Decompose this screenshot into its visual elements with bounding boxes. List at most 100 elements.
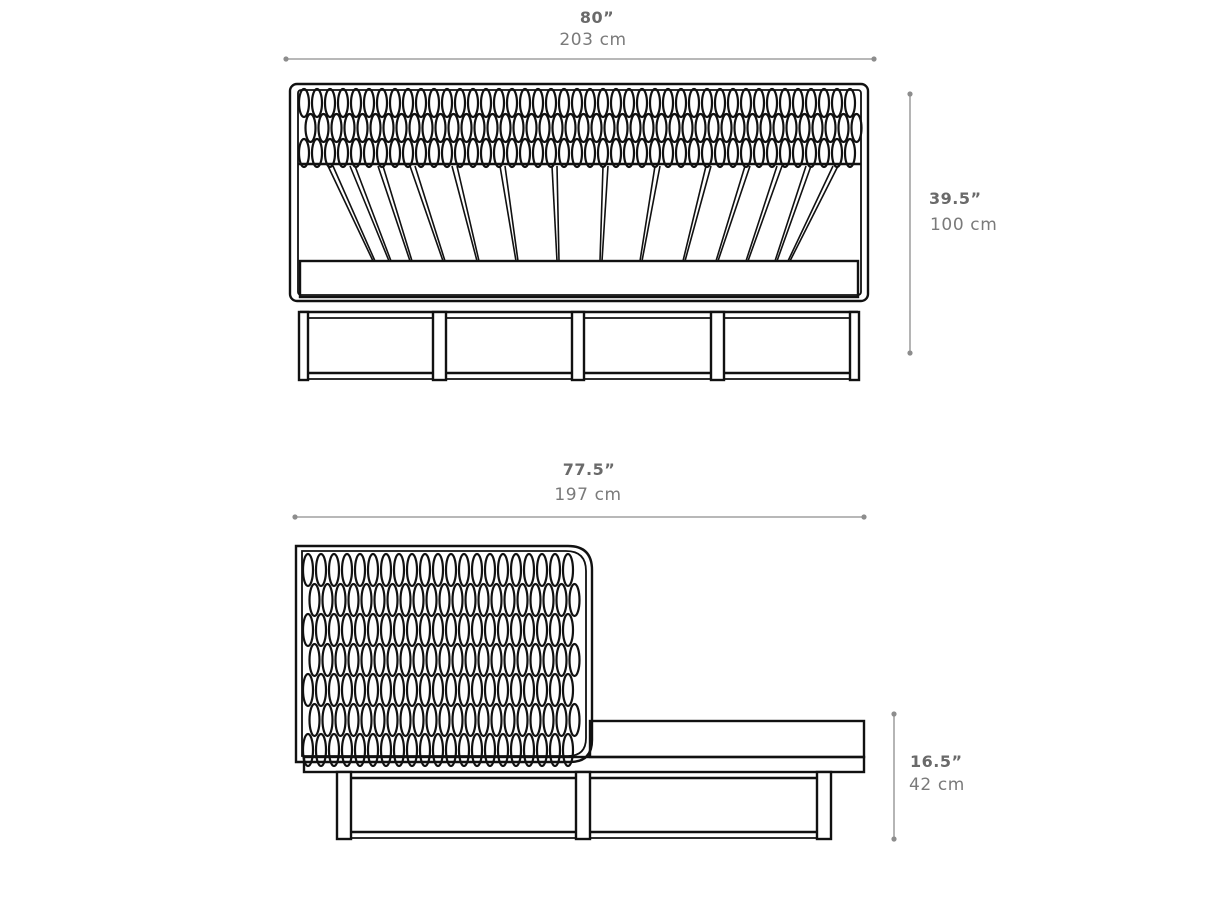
weave-loop xyxy=(317,112,330,144)
weave-loop xyxy=(603,112,616,144)
weave-loop xyxy=(418,672,432,708)
weave-loop xyxy=(548,672,562,708)
weave-loop xyxy=(304,112,317,144)
weave-loop xyxy=(850,112,863,144)
front-woven-backrest xyxy=(297,87,863,169)
weave-loop xyxy=(531,87,545,119)
weave-loop xyxy=(466,87,480,119)
side-width-metric: 197 cm xyxy=(554,485,621,505)
backrest-cord xyxy=(456,165,480,262)
weave-loop xyxy=(555,582,568,618)
weave-loop xyxy=(479,87,493,119)
front-leg-right xyxy=(848,310,861,382)
weave-loop xyxy=(479,137,493,169)
weave-loop xyxy=(622,137,636,169)
weave-loop xyxy=(308,702,321,738)
weave-loop xyxy=(340,732,354,768)
backrest-cord xyxy=(414,165,446,262)
weave-loop xyxy=(830,87,844,119)
weave-loop xyxy=(583,137,597,169)
backrest-cord xyxy=(789,165,839,262)
weave-loop xyxy=(674,87,688,119)
weave-loop xyxy=(551,112,564,144)
weave-loop xyxy=(516,702,529,738)
weave-loop xyxy=(522,552,536,588)
weave-loop xyxy=(418,732,432,768)
weave-loop xyxy=(301,732,315,768)
weave-loop xyxy=(477,582,490,618)
weave-loop xyxy=(347,642,360,678)
weave-loop xyxy=(412,582,425,618)
weave-loop xyxy=(405,672,419,708)
weave-loop xyxy=(399,582,412,618)
weave-loop xyxy=(483,612,497,648)
front-leg-left xyxy=(297,310,310,382)
weave-loop xyxy=(516,582,529,618)
weave-loop xyxy=(457,612,471,648)
weave-loop xyxy=(772,112,785,144)
weave-loop xyxy=(349,87,363,119)
weave-loop xyxy=(310,137,324,169)
front-leg-4 xyxy=(709,310,726,382)
weave-loop xyxy=(739,87,753,119)
weave-loop xyxy=(464,582,477,618)
weave-loop xyxy=(642,112,655,144)
weave-loop xyxy=(314,672,328,708)
weave-loop xyxy=(386,702,399,738)
weave-loop xyxy=(373,642,386,678)
weave-loop xyxy=(557,137,571,169)
weave-loop xyxy=(616,112,629,144)
front-leg-3 xyxy=(570,310,586,382)
weave-loop xyxy=(555,702,568,738)
weave-loop xyxy=(327,672,341,708)
weave-loop xyxy=(392,732,406,768)
weave-loop xyxy=(388,137,402,169)
weave-loop xyxy=(535,732,549,768)
weave-loop xyxy=(464,642,477,678)
weave-loop xyxy=(687,137,701,169)
weave-loop xyxy=(360,642,373,678)
weave-loop xyxy=(707,112,720,144)
weave-loop xyxy=(668,112,681,144)
weave-loop xyxy=(778,87,792,119)
weave-loop xyxy=(817,87,831,119)
backrest-cord xyxy=(504,165,519,262)
weave-loop xyxy=(418,612,432,648)
front-width-imperial: 80” xyxy=(580,8,614,27)
weave-loop xyxy=(438,582,451,618)
weave-loop xyxy=(516,642,529,678)
weave-loop xyxy=(336,87,350,119)
backrest-cord xyxy=(682,165,707,262)
weave-loop xyxy=(542,582,555,618)
weave-loop xyxy=(310,87,324,119)
weave-loop xyxy=(386,582,399,618)
weave-loop xyxy=(399,642,412,678)
weave-loop xyxy=(412,702,425,738)
weave-loop xyxy=(499,112,512,144)
weave-loop xyxy=(431,732,445,768)
side-leg-middle xyxy=(574,770,592,841)
weave-loop xyxy=(477,702,490,738)
weave-loop xyxy=(431,672,445,708)
weave-loop xyxy=(451,642,464,678)
weave-loop xyxy=(509,552,523,588)
weave-loop xyxy=(535,612,549,648)
weave-loop xyxy=(379,672,393,708)
weave-loop xyxy=(366,672,380,708)
front-back-frame xyxy=(288,82,870,303)
weave-loop xyxy=(590,112,603,144)
weave-loop xyxy=(529,582,542,618)
backrest-cord xyxy=(599,165,604,262)
weave-loop xyxy=(395,112,408,144)
weave-loop xyxy=(655,112,668,144)
weave-loop xyxy=(518,137,532,169)
weave-loop xyxy=(457,672,471,708)
weave-loop xyxy=(746,112,759,144)
weave-loop xyxy=(843,87,857,119)
backrest-cord xyxy=(684,165,712,262)
weave-loop xyxy=(353,732,367,768)
weave-loop xyxy=(470,732,484,768)
weave-loop xyxy=(379,732,393,768)
weave-loop xyxy=(366,732,380,768)
